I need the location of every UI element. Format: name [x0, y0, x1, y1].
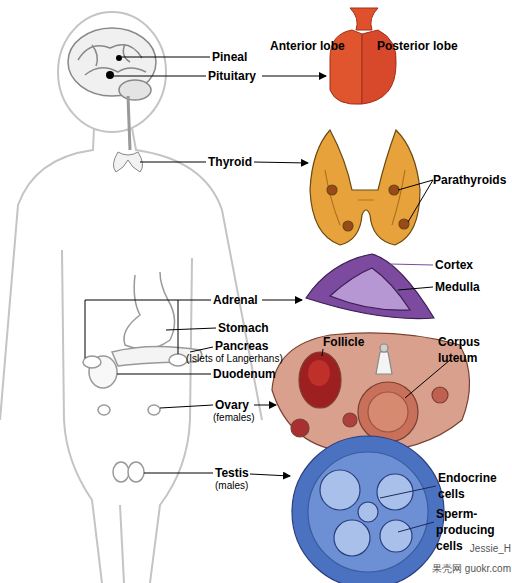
ovary-detail	[272, 333, 470, 452]
thyroid-detail	[310, 130, 420, 245]
part-label: Follicle	[323, 335, 364, 349]
organ-label: Adrenal	[213, 293, 258, 307]
thyroid-small	[113, 152, 142, 172]
leader-lines	[117, 374, 211, 375]
organ-label: Pituitary	[208, 69, 256, 83]
thyroid-detail	[327, 185, 337, 195]
testis-detail	[358, 502, 378, 522]
testis-detail	[292, 436, 444, 583]
abdominal-organs	[148, 405, 160, 415]
ovary-detail	[358, 382, 418, 442]
ovary-detail	[343, 413, 357, 427]
organ-label: Thyroid	[208, 155, 252, 169]
ovary-detail	[368, 392, 408, 432]
body-outline	[0, 12, 262, 583]
abdominal-organs	[113, 462, 129, 482]
leader-lines	[190, 347, 213, 352]
pituitary-detail	[350, 8, 378, 30]
leader-lines	[85, 300, 86, 358]
thyroid-detail	[310, 130, 420, 245]
pituitary-dot	[106, 71, 114, 79]
abdominal-organs	[128, 462, 144, 482]
ovary-detail	[291, 419, 309, 437]
leader-lines	[262, 76, 326, 77]
note-label: (Islets of Langerhans)	[186, 353, 283, 365]
ovary-detail	[308, 360, 330, 386]
testis-detail	[292, 436, 444, 583]
brain	[78, 44, 146, 75]
testis-detail	[320, 470, 360, 510]
adrenal-detail	[306, 254, 434, 319]
adrenal-detail	[306, 254, 434, 319]
thyroid-small	[113, 152, 142, 172]
thyroid-detail	[399, 219, 409, 229]
leader-lines	[122, 57, 210, 58]
leader-lines	[262, 300, 302, 301]
leader-lines	[85, 300, 211, 301]
leader-lines	[405, 360, 450, 398]
ovary-detail	[299, 352, 341, 408]
abdominal-organs	[124, 272, 175, 349]
testis-detail	[334, 520, 370, 556]
leader-lines	[322, 349, 323, 356]
thyroid-detail	[389, 185, 399, 195]
abdominal-organs	[83, 356, 101, 368]
leader-lines	[114, 76, 206, 77]
note-label: (males)	[215, 480, 248, 492]
part-label: Corpus luteum	[438, 334, 498, 366]
abdominal-organs	[169, 354, 187, 366]
part-label: Anterior lobe	[270, 39, 345, 53]
leader-lines	[160, 405, 213, 408]
ovary-detail	[432, 387, 448, 403]
body-outline	[58, 12, 166, 132]
leader-lines	[390, 264, 433, 265]
brain	[68, 28, 156, 150]
leader-lines	[178, 300, 179, 354]
abdominal-organs	[83, 272, 202, 482]
organ-label: Ovary	[215, 398, 249, 412]
organ-label: Stomach	[218, 321, 269, 335]
watermark: 果壳网 guokr.com	[432, 562, 511, 576]
organ-label: Pineal	[212, 50, 247, 64]
body-outline	[0, 128, 94, 420]
thyroid-detail	[343, 221, 353, 231]
testis-detail	[380, 520, 412, 552]
leader-lines	[254, 162, 308, 163]
note-label: (females)	[213, 412, 255, 424]
abdominal-organs	[98, 405, 110, 415]
leader-lines	[398, 287, 433, 290]
pituitary-detail	[330, 8, 396, 104]
leader-lines	[140, 162, 206, 163]
organ-label: Pancreas	[215, 339, 268, 353]
part-label: Cortex	[435, 258, 473, 272]
brain	[119, 80, 151, 100]
part-label: Posterior lobe	[377, 39, 458, 53]
ovary-detail	[380, 344, 388, 352]
leader-lines	[144, 473, 213, 474]
leader-lines	[408, 180, 433, 222]
body-outline	[120, 505, 124, 583]
leader-lines	[250, 474, 290, 476]
leader-lines	[166, 328, 216, 330]
brain	[128, 96, 130, 150]
part-label: Parathyroids	[433, 173, 506, 187]
organ-label: Duodenum	[213, 367, 276, 381]
adrenal-detail	[330, 268, 410, 310]
watermark: Jessie_H	[470, 542, 511, 556]
organ-label: Testis	[215, 466, 249, 480]
leader-lines	[380, 486, 436, 498]
testis-detail	[308, 452, 428, 572]
leader-lines	[254, 405, 276, 406]
thyroid-detail	[325, 170, 405, 225]
ovary-detail	[272, 333, 470, 452]
part-label: Endocrine cells	[438, 470, 504, 502]
pineal-dot	[116, 55, 122, 61]
leader-lines	[398, 522, 434, 532]
leader-lines	[85, 57, 450, 532]
ovary-detail	[376, 352, 392, 374]
part-label: Medulla	[435, 280, 480, 294]
